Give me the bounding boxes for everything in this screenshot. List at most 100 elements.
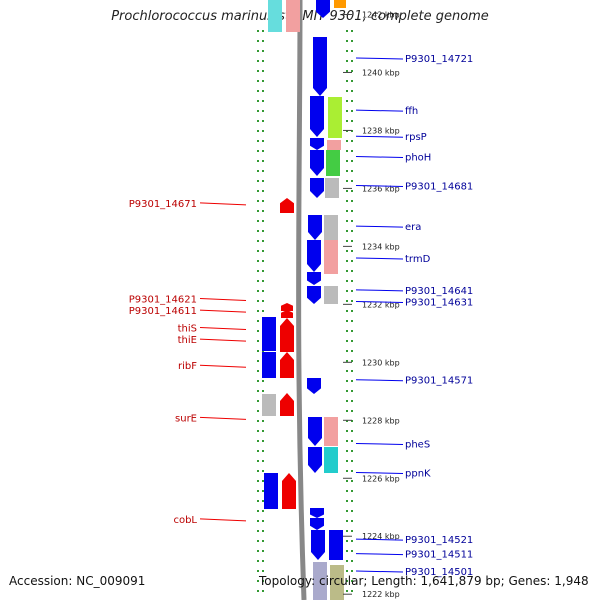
gene-label: P9301_14621: [129, 295, 197, 306]
gene-arrow: [307, 272, 321, 285]
gene-arrow: [308, 417, 322, 446]
accession-text: Accession: NC_009091: [9, 574, 146, 588]
gene-arrow: [280, 393, 294, 416]
gene-label: pheS: [405, 439, 430, 450]
gene-arrow: [313, 37, 327, 96]
gene-label: P9301_14641: [405, 286, 473, 297]
gene-label-leader: [355, 553, 404, 556]
gene-arrow: [282, 473, 296, 509]
gene-features: [262, 0, 346, 600]
gene-box: [325, 178, 339, 198]
gene-label: P9301_14671: [129, 199, 197, 210]
gene-box: [324, 240, 338, 274]
gene-label-leader: [199, 202, 247, 206]
gene-label-leader: [355, 538, 404, 541]
genome-backbone: [296, 0, 307, 600]
gene-arrow: [310, 518, 324, 530]
gene-label: P9301_14521: [405, 535, 473, 546]
gene-label: thiS: [178, 324, 197, 335]
feature-box: [334, 0, 346, 8]
topology-text: Topology: circular; Length: 1,641,879 bp…: [259, 574, 589, 588]
gene-label-leader: [355, 185, 404, 188]
gene-box: [328, 97, 342, 138]
kbp-label: 1226 kbp: [362, 474, 400, 483]
gene-label-leader: [355, 135, 404, 138]
gene-label: cobL: [173, 515, 197, 526]
kbp-scale: 1242 kbp 1240 kbp 1238 kbp 1236 kbp 1234 kbp…: [343, 10, 400, 599]
gene-label: rpsP: [405, 132, 427, 143]
gene-arrow: [281, 303, 293, 311]
gene-label-leader: [199, 309, 247, 313]
gene-label: ribF: [178, 361, 197, 372]
gene-arrow: [280, 318, 294, 352]
gene-label: P9301_14571: [405, 376, 473, 387]
gene-box: [264, 473, 278, 509]
gene-box: [324, 447, 338, 473]
gene-arrow: [308, 215, 322, 240]
forward-gene-labels: P9301_14721ffhrpsPphoHP9301_14681eratrmD…: [355, 54, 473, 578]
gene-label-leader: [199, 416, 247, 420]
gene-label-leader: [355, 379, 404, 382]
gene-label-leader: [355, 109, 404, 112]
gene-box: [329, 530, 343, 560]
gene-arrow: [310, 508, 324, 518]
gene-arrow: [310, 138, 324, 150]
gene-box: [327, 140, 341, 150]
kbp-label: 1236 kbp: [362, 184, 400, 193]
gene-box: [313, 562, 327, 600]
kbp-label: 1222 kbp: [362, 590, 400, 599]
gene-label-leader: [355, 442, 404, 445]
gene-label: surE: [175, 413, 197, 424]
gene-label: P9301_14611: [129, 306, 197, 317]
gene-box: [324, 286, 338, 304]
gene-label-leader: [355, 300, 404, 303]
gene-label: P9301_14631: [405, 297, 473, 308]
gene-label: P9301_14681: [405, 182, 473, 193]
gene-label-leader: [199, 364, 247, 368]
gene-arrow: [316, 0, 330, 18]
gene-label: P9301_14511: [405, 550, 473, 561]
gene-label: P9301_14501: [405, 567, 473, 578]
gene-arrow: [307, 378, 321, 394]
gene-arrow: [280, 352, 294, 378]
gene-box: [324, 417, 338, 446]
gene-box: [262, 352, 276, 378]
gene-box: [330, 565, 344, 600]
gene-label: ppnK: [405, 468, 431, 479]
kbp-label: 1238 kbp: [362, 126, 400, 135]
gene-label: phoH: [405, 153, 431, 164]
gene-label-leader: [355, 257, 404, 260]
gene-label-leader: [199, 338, 247, 342]
gene-label-leader: [355, 57, 404, 60]
gene-arrow: [311, 530, 325, 560]
gene-label-leader: [355, 289, 404, 292]
kbp-label: 1242 kbp: [362, 10, 400, 19]
feature-box: [268, 0, 282, 32]
gene-label-leader: [355, 570, 404, 573]
gene-label: trmD: [405, 254, 431, 265]
gene-arrow: [310, 96, 324, 137]
gene-arrow: [307, 240, 321, 272]
gene-arrow: [310, 178, 324, 198]
gene-label-leader: [355, 225, 404, 228]
gene-label: thiE: [178, 335, 197, 346]
gene-arrow: [280, 198, 294, 213]
gene-label-leader: [199, 298, 247, 302]
kbp-label: 1228 kbp: [362, 416, 400, 425]
kbp-label: 1234 kbp: [362, 242, 400, 251]
gene-arrow: [310, 150, 324, 176]
kbp-label: 1232 kbp: [362, 300, 400, 309]
gene-arrow: [307, 286, 321, 304]
gene-box: [262, 317, 276, 351]
gene-box: [326, 150, 340, 176]
kbp-label: 1240 kbp: [362, 68, 400, 77]
gene-arrow: [308, 447, 322, 473]
gene-arrow: [281, 310, 293, 318]
gene-label-leader: [199, 518, 247, 522]
gene-label: P9301_14721: [405, 54, 473, 65]
kbp-label: 1224 kbp: [362, 532, 400, 541]
gene-label: ffh: [405, 106, 418, 117]
gene-label-leader: [355, 156, 404, 159]
gene-box: [262, 394, 276, 416]
